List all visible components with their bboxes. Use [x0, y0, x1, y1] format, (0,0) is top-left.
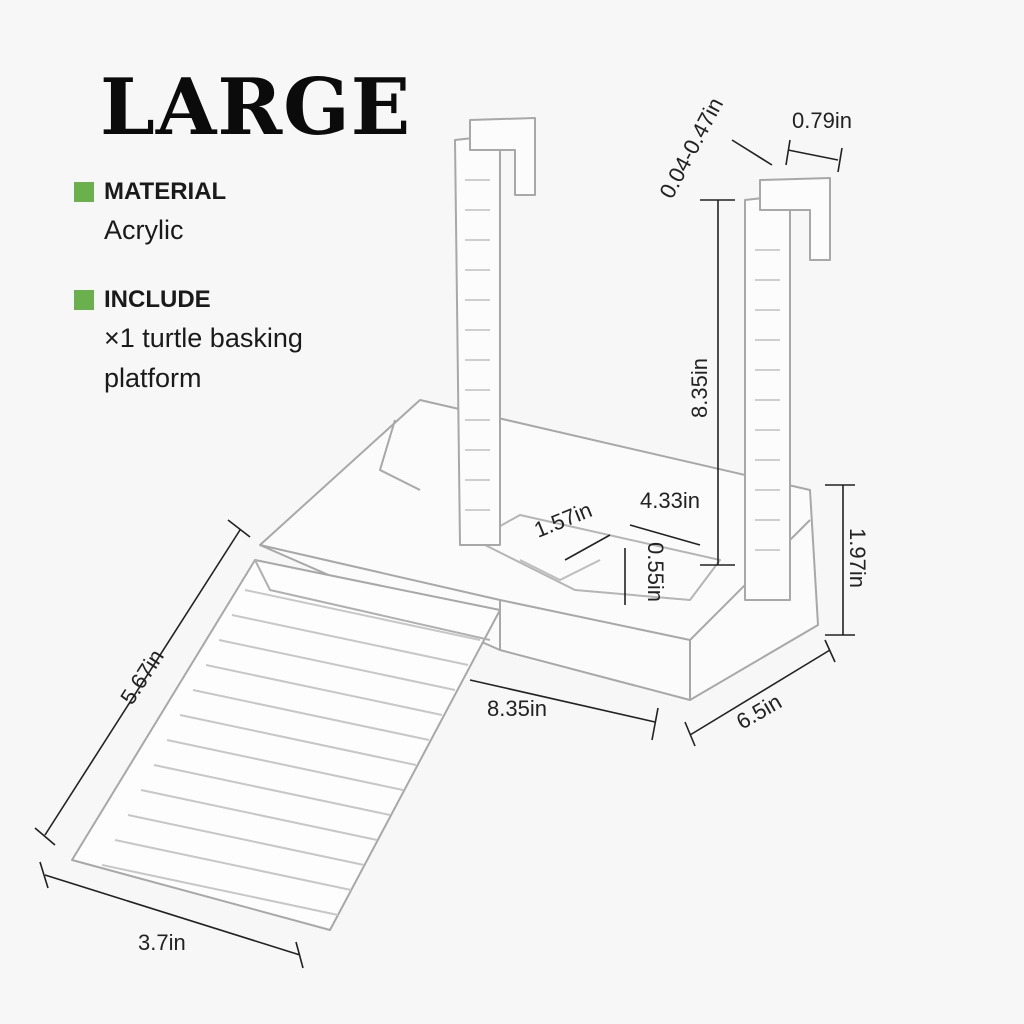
post-notches: [465, 179, 780, 551]
spec-material: MATERIAL Acrylic: [74, 176, 226, 252]
spec-material-value: Acrylic: [104, 215, 184, 245]
spec-include-line-1: ×1 turtle basking: [104, 323, 303, 353]
spec-include-line-2: platform: [104, 363, 202, 393]
spec-include: INCLUDE ×1 turtle basking platform: [74, 284, 303, 400]
dim-well-length: 4.33in: [640, 488, 700, 513]
dim-clamp-width: 0.79in: [792, 108, 852, 133]
ramp-ridges: [101, 589, 481, 916]
dim-well-depth: 0.55in: [643, 542, 668, 602]
dim-tray-length: 8.35in: [487, 696, 547, 721]
spec-material-label: MATERIAL: [104, 178, 227, 205]
dim-ramp-width: 3.7in: [138, 930, 186, 955]
green-square-icon: [74, 182, 94, 202]
dim-ramp-length: 5.67in: [115, 645, 169, 709]
dimension-lines: [34, 139, 855, 969]
dim-post-height: 8.35in: [687, 358, 712, 418]
spec-include-label: INCLUDE: [104, 286, 211, 313]
dim-clamp-range: 0.04-0.47in: [654, 93, 728, 202]
green-square-icon: [74, 290, 94, 310]
dim-tray-depth: 6.5in: [732, 689, 786, 735]
dim-tray-height: 1.97in: [845, 528, 870, 588]
page-title: LARGE: [100, 62, 412, 153]
platform-outline: [71, 117, 831, 931]
